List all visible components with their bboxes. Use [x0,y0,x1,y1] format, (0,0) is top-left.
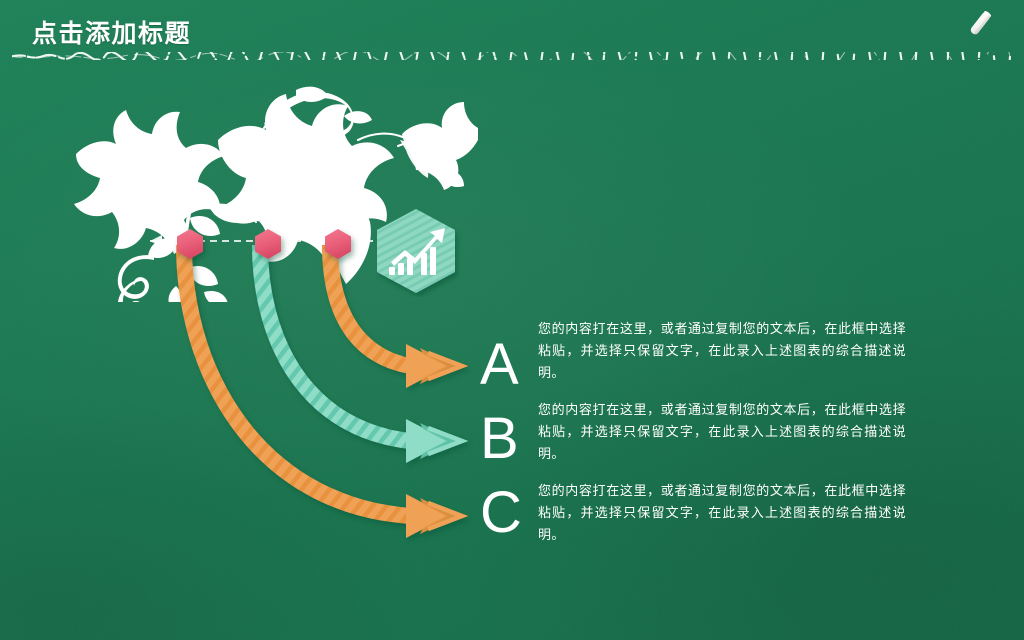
slide-header: 点击添加标题 [0,0,1024,60]
description-text-b[interactable]: 您的内容打在这里，或者通过复制您的文本后，在此框中选择粘贴，并选择只保留文字，在… [538,402,906,461]
chalk-stick-icon [970,10,992,35]
growth-chart-icon [377,209,455,293]
step-letter-a: A [480,332,519,397]
step-letter-b: B [480,406,519,471]
curved-arrow-a [322,245,469,388]
node-hexagon-a [177,229,203,259]
page-title[interactable]: 点击添加标题 [32,20,192,48]
process-arrows-diagram [150,229,469,538]
description-text-c[interactable]: 您的内容打在这里，或者通过复制您的文本后，在此框中选择粘贴，并选择只保留文字，在… [538,483,906,542]
step-letter-c: C [480,480,522,545]
node-hexagon-b [255,229,281,259]
curved-arrow-c [176,245,469,538]
curved-arrow-b [252,245,469,463]
node-hexagon-c [325,229,351,259]
chalk-divider [12,52,1012,60]
description-text-a[interactable]: 您的内容打在这里，或者通过复制您的文本后，在此框中选择粘贴，并选择只保留文字，在… [538,321,906,380]
